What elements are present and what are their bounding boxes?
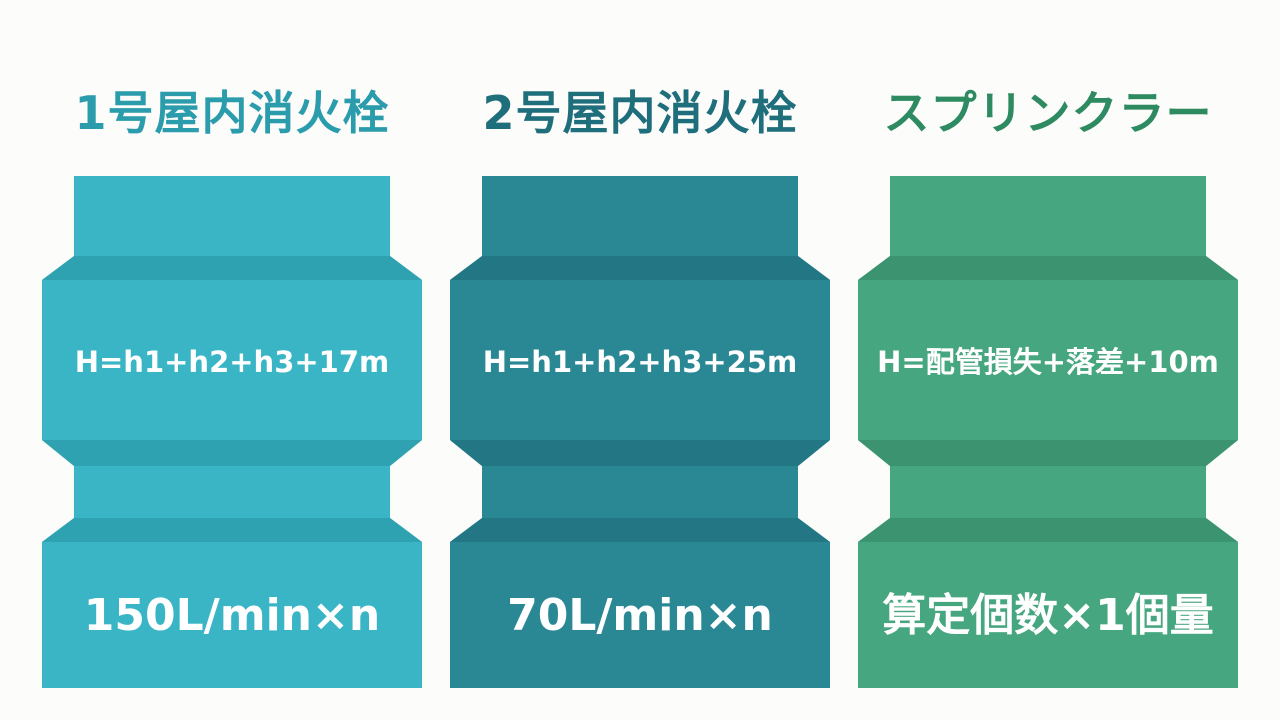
shape-fold-upper <box>42 256 422 280</box>
shape-fold-lower <box>858 518 1238 542</box>
column-title: 1号屋内消火栓 <box>74 86 390 140</box>
shape-fold-middle <box>42 440 422 466</box>
column-title: 2号屋内消火栓 <box>482 86 798 140</box>
column-shape <box>42 176 422 688</box>
water-volume-formula: 算定個数×1個量 <box>882 590 1214 641</box>
pump-head-formula: H=h1+h2+h3+17m <box>74 345 390 379</box>
shape-body <box>450 176 830 688</box>
shape-body <box>858 176 1238 688</box>
shape-fold-lower <box>42 518 422 542</box>
shape-fold-lower <box>450 518 830 542</box>
shape-fold-upper <box>450 256 830 280</box>
pump-head-formula: H=配管損失+落差+10m <box>877 345 1219 379</box>
column-2-indoor-hydrant: 2号屋内消火栓 H=h1+h2+h3+25m 70L/min×n <box>450 0 830 720</box>
shape-fold-middle <box>858 440 1238 466</box>
column-sprinkler: スプリンクラー H=配管損失+落差+10m 算定個数×1個量 <box>858 0 1238 720</box>
column-shape <box>450 176 830 688</box>
water-volume-formula: 150L/min×n <box>83 590 381 641</box>
column-title: スプリンクラー <box>883 86 1213 140</box>
shape-fold-middle <box>450 440 830 466</box>
shape-fold-upper <box>858 256 1238 280</box>
pump-head-formula: H=h1+h2+h3+25m <box>482 345 798 379</box>
shape-body <box>42 176 422 688</box>
water-volume-formula: 70L/min×n <box>507 590 773 641</box>
column-1-indoor-hydrant: 1号屋内消火栓 H=h1+h2+h3+17m 150L/min×n <box>42 0 422 720</box>
column-shape <box>858 176 1238 688</box>
